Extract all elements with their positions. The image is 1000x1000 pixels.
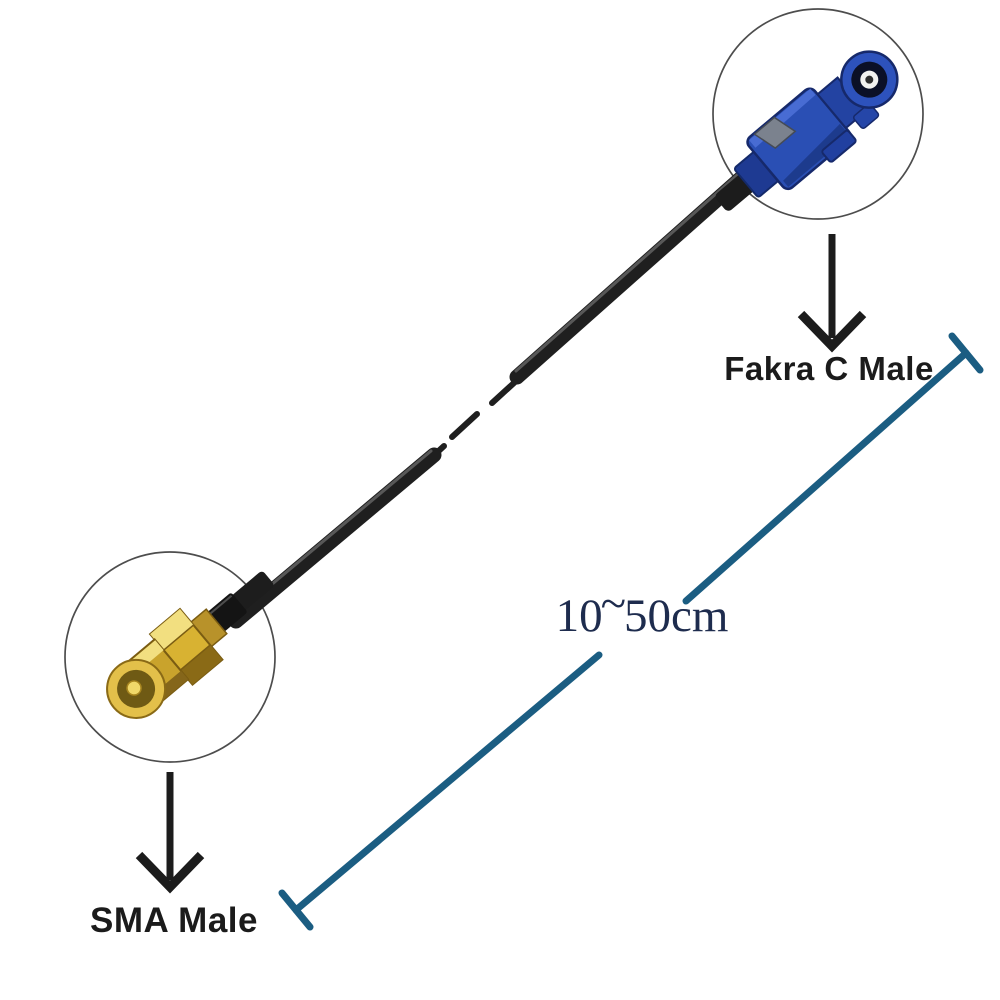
length-tilde: ~ <box>600 577 626 630</box>
sma-connector <box>106 571 274 719</box>
measurement-segment-lower <box>292 651 603 914</box>
cable-break-dash <box>489 379 518 406</box>
fakra-key-tab <box>853 103 880 130</box>
fakra-down-arrow-icon <box>797 234 867 353</box>
fakra-connector-label: Fakra C Male <box>724 350 934 387</box>
sma-hex-edge <box>179 644 211 671</box>
cable-highlight-upper <box>514 166 747 373</box>
measurement-line <box>278 332 984 931</box>
measurement-end-cap-upper <box>948 332 984 374</box>
fakra-c-connector <box>715 50 899 211</box>
length-from: 10 <box>555 590 603 642</box>
sma-ferrule-glint <box>207 595 233 616</box>
cable-length-annotation: 10~50cm <box>532 578 752 644</box>
cable-segment-lower <box>228 447 442 629</box>
sma-connector-label: SMA Male <box>89 901 258 940</box>
sma-magnifier-circle-icon <box>64 551 276 763</box>
sma-hex-dark-facet <box>180 645 223 685</box>
measurement-end-cap-lower <box>278 889 314 931</box>
cable-segment-upper <box>509 164 756 385</box>
cable-break-dash <box>449 411 480 440</box>
fakra-latch-window <box>753 116 797 150</box>
fakra-key-step <box>821 129 857 163</box>
sma-hex-bright-facet <box>150 609 194 651</box>
fakra-body-shadow <box>783 123 850 187</box>
sma-down-arrow-icon <box>135 772 205 894</box>
measurement-segment-upper <box>682 349 970 605</box>
sma-hex-edge <box>163 624 194 651</box>
fakra-magnifier-circle-icon <box>712 8 924 220</box>
length-to: 50cm <box>624 590 729 642</box>
sma-center-pin <box>126 680 142 696</box>
coax-cable <box>228 164 756 629</box>
fakra-center-pin <box>865 75 874 84</box>
